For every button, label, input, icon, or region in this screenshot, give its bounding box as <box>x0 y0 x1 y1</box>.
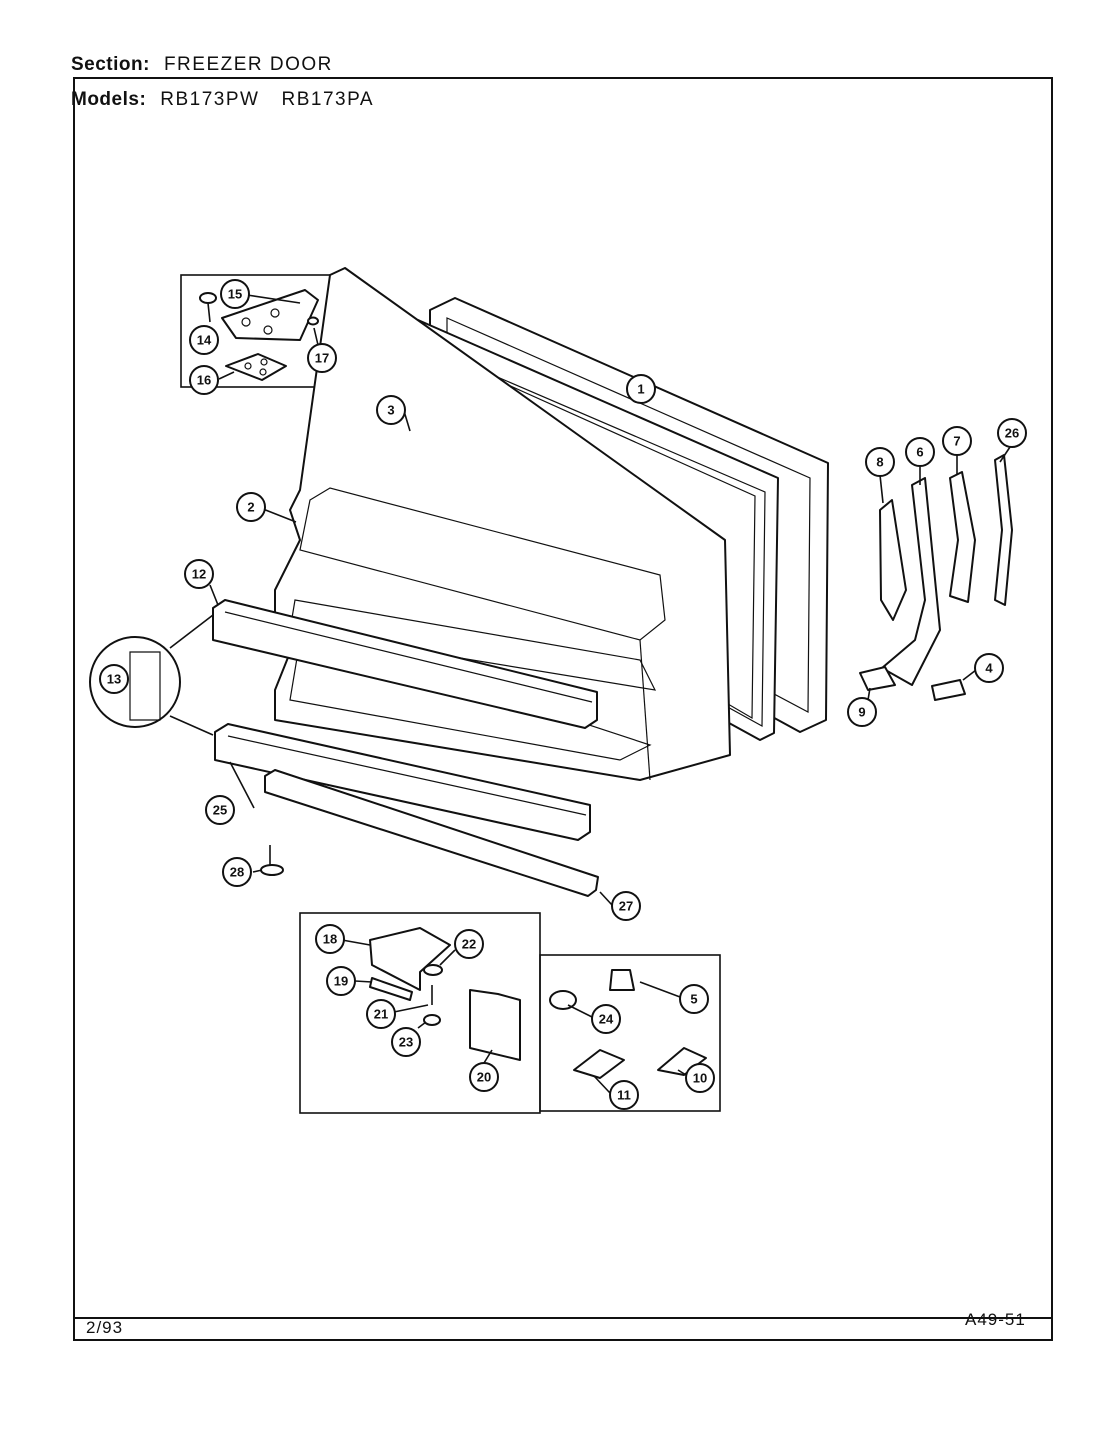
model-2: RB173PA <box>281 89 375 110</box>
callout-12: 12 <box>184 559 214 589</box>
svg-text:26: 26 <box>1005 426 1019 441</box>
callout-6: 6 <box>905 437 935 467</box>
svg-text:9: 9 <box>858 705 865 720</box>
svg-text:12: 12 <box>192 567 206 582</box>
section-value: FREEZER DOOR <box>163 54 333 75</box>
svg-text:21: 21 <box>374 1007 388 1022</box>
svg-text:11: 11 <box>617 1088 631 1103</box>
handle-plate-part-9 <box>859 666 896 691</box>
trim-strip-part <box>264 769 599 897</box>
svg-text:22: 22 <box>462 937 476 952</box>
callout-24: 24 <box>591 1004 621 1034</box>
svg-text:2: 2 <box>247 500 254 515</box>
callout-2: 2 <box>236 492 266 522</box>
callout-19: 19 <box>326 966 356 996</box>
callout-28: 28 <box>222 857 252 887</box>
models-header: Models: RB173PW RB173PA <box>71 89 374 111</box>
screw-part <box>260 845 284 876</box>
misc-small-parts <box>549 969 707 1079</box>
handle-part-8 <box>879 499 907 621</box>
callout-15: 15 <box>220 279 250 309</box>
svg-text:20: 20 <box>477 1070 491 1085</box>
svg-text:19: 19 <box>334 974 348 989</box>
callout-27: 27 <box>611 891 641 921</box>
svg-text:28: 28 <box>230 865 244 880</box>
callout-5: 5 <box>679 984 709 1014</box>
callout-26: 26 <box>997 418 1027 448</box>
callout-17: 17 <box>307 343 337 373</box>
svg-text:8: 8 <box>876 455 883 470</box>
callout-11: 11 <box>609 1080 639 1110</box>
svg-text:3: 3 <box>387 403 394 418</box>
callout-20: 20 <box>469 1062 499 1092</box>
misc-parts-inset-box <box>539 954 721 1112</box>
callout-7: 7 <box>942 426 972 456</box>
callout-10: 10 <box>685 1063 715 1093</box>
svg-text:24: 24 <box>599 1012 614 1027</box>
callout-8: 8 <box>865 447 895 477</box>
shelf-bar-lower-part <box>214 723 591 841</box>
callout-9: 9 <box>847 697 877 727</box>
svg-text:13: 13 <box>107 672 121 687</box>
page-frame <box>73 77 1053 1341</box>
callout-leaders <box>209 377 1011 1094</box>
svg-text:5: 5 <box>690 992 697 1007</box>
section-label: Section: <box>71 54 150 75</box>
handle-cap-part-4 <box>931 679 966 701</box>
callout-3: 3 <box>376 395 406 425</box>
svg-text:25: 25 <box>213 803 227 818</box>
callout-23: 23 <box>391 1027 421 1057</box>
footer-divider <box>73 1317 1053 1319</box>
handle-part-7 <box>949 471 976 603</box>
handle-bracket-part-6 <box>881 477 941 686</box>
svg-text:27: 27 <box>619 899 633 914</box>
callout-21: 21 <box>366 999 396 1029</box>
footer-date: 2/93 <box>86 1318 124 1337</box>
footer-code: A49-51 <box>965 1310 1026 1329</box>
models-label: Models: <box>71 89 147 110</box>
detail-magnifier-part <box>89 614 214 736</box>
section-header: Section: FREEZER DOOR <box>71 54 333 76</box>
svg-text:23: 23 <box>399 1035 413 1050</box>
hinge-bracket-parts <box>369 927 521 1061</box>
svg-text:6: 6 <box>916 445 923 460</box>
callout-13: 13 <box>99 664 129 694</box>
callout-4: 4 <box>974 653 1004 683</box>
svg-text:4: 4 <box>985 661 993 676</box>
callout-16: 16 <box>189 365 219 395</box>
svg-text:18: 18 <box>323 932 337 947</box>
callout-25: 25 <box>205 795 235 825</box>
svg-text:17: 17 <box>315 351 329 366</box>
hinge-plate-part <box>199 289 319 381</box>
callout-22: 22 <box>454 929 484 959</box>
svg-text:10: 10 <box>693 1071 707 1086</box>
callout-1: 1 <box>626 374 656 404</box>
callout-14: 14 <box>189 325 219 355</box>
callout-18: 18 <box>315 924 345 954</box>
svg-text:16: 16 <box>197 373 211 388</box>
model-1: RB173PW <box>160 89 260 110</box>
svg-text:1: 1 <box>637 382 644 397</box>
svg-text:14: 14 <box>197 333 212 348</box>
svg-text:7: 7 <box>953 434 960 449</box>
svg-text:15: 15 <box>228 287 242 302</box>
handle-trim-part-26 <box>994 454 1013 606</box>
shelf-bar-upper-part <box>212 599 598 729</box>
handle-parts-group <box>859 454 1013 701</box>
